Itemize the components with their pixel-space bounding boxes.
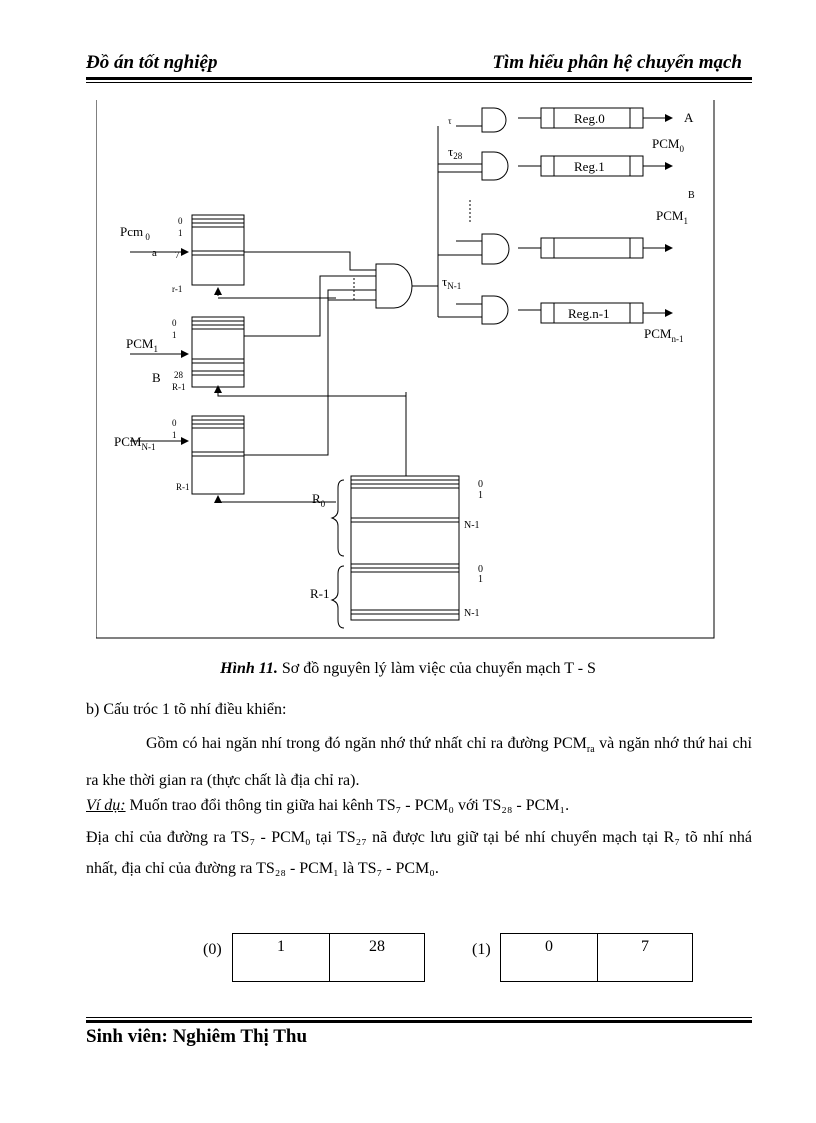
table-cell: 7 [597,933,693,982]
zero2-label: 0 [172,318,177,328]
example-label: Ví dụ: [86,797,126,814]
t28-label: 28 [174,370,184,380]
b-label: B [152,370,161,385]
seven-label: 7 [175,250,180,260]
r0-label: R0 [312,491,326,509]
rm1-label: R-1 [310,586,330,601]
reg0-label: Reg.0 [574,111,605,126]
header-rule-thin [86,82,752,83]
pcm1-in-label: PCM1 [126,336,158,354]
d1-label: 1 [478,574,483,585]
zero3-label: 0 [172,418,177,428]
zero1-label: 0 [178,216,183,226]
header-right: Tìm hiểu phân hệ chuyển mạch [492,52,742,73]
r1c-label: R-1 [176,482,190,492]
table-cell: 28 [329,933,425,982]
d0-label: 0 [478,564,483,575]
one3-label: 1 [172,430,177,440]
table-label-0: (0) [203,941,222,958]
pcmn1-out-label: PCMn-1 [644,326,683,344]
output-gates [437,107,673,325]
r1a-label: r-1 [172,284,182,294]
footer-rule-thin [86,1017,752,1018]
pcm1-out-label: PCM1 [656,208,688,226]
tau28-label: τ28 [448,144,463,161]
dn1-label: N-1 [464,608,480,619]
regn1-label: Reg.n-1 [568,306,610,321]
table-cell: 1 [232,933,330,982]
one1-label: 1 [178,228,183,238]
one2-label: 1 [172,330,177,340]
table-cell: 0 [500,933,598,982]
pcm0-in-label: Pcm 0 [120,224,150,242]
out-b-label: B [688,190,695,201]
footer-author: Sinh viên: Nghiêm Thị Thu [86,1026,308,1047]
pcmn1-in-label: PCMN-1 [114,434,155,452]
caption-prefix: Hình 11. [220,660,278,677]
r1b-label: R-1 [172,382,186,392]
caption-text: Sơ đồ nguyên lý làm việc của chuyển mạch… [277,660,596,677]
table-label-1: (1) [472,941,491,958]
pcm0-out-label: PCM0 [652,136,684,154]
reg1-label: Reg.1 [574,159,605,174]
a-label: a [152,247,157,259]
cn1-label: N-1 [464,520,480,531]
example-line: Ví dụ: Muốn trao đổi thông tin giữa hai … [86,790,752,821]
c1-label: 1 [478,490,483,501]
heading-b: b) Cấu tróc 1 tõ nhí điều khiển: [86,701,287,718]
c0-label: 0 [478,479,483,490]
switch-diagram: τ τ28 τN-1 Reg.0 Reg.1 Reg.n-1 A B PCM0 … [96,100,715,639]
header-rule [86,77,752,80]
central-gate [244,251,438,456]
example-text: Muốn trao đổi thông tin giữa hai kênh TS… [125,797,570,814]
taun1-label: τN-1 [442,274,461,291]
paragraph-1: Gồm có hai ngăn nhí trong đó ngăn nhớ th… [86,735,753,790]
footer-rule [86,1020,752,1023]
figure-caption: Hình 11. Sơ đồ nguyên lý làm việc của ch… [0,660,816,678]
diagram-labels: τ τ28 τN-1 Reg.0 Reg.1 Reg.n-1 A B PCM0 … [114,110,695,619]
tau0-label: τ [448,116,452,126]
header-left: Đồ án tốt nghiệp [86,52,218,73]
memory-stacks [130,214,460,629]
out-a-label: A [684,110,694,125]
paragraph-2: Địa chỉ của đường ra TS₇ - PCM₀ tại TS₂₇… [86,829,752,877]
